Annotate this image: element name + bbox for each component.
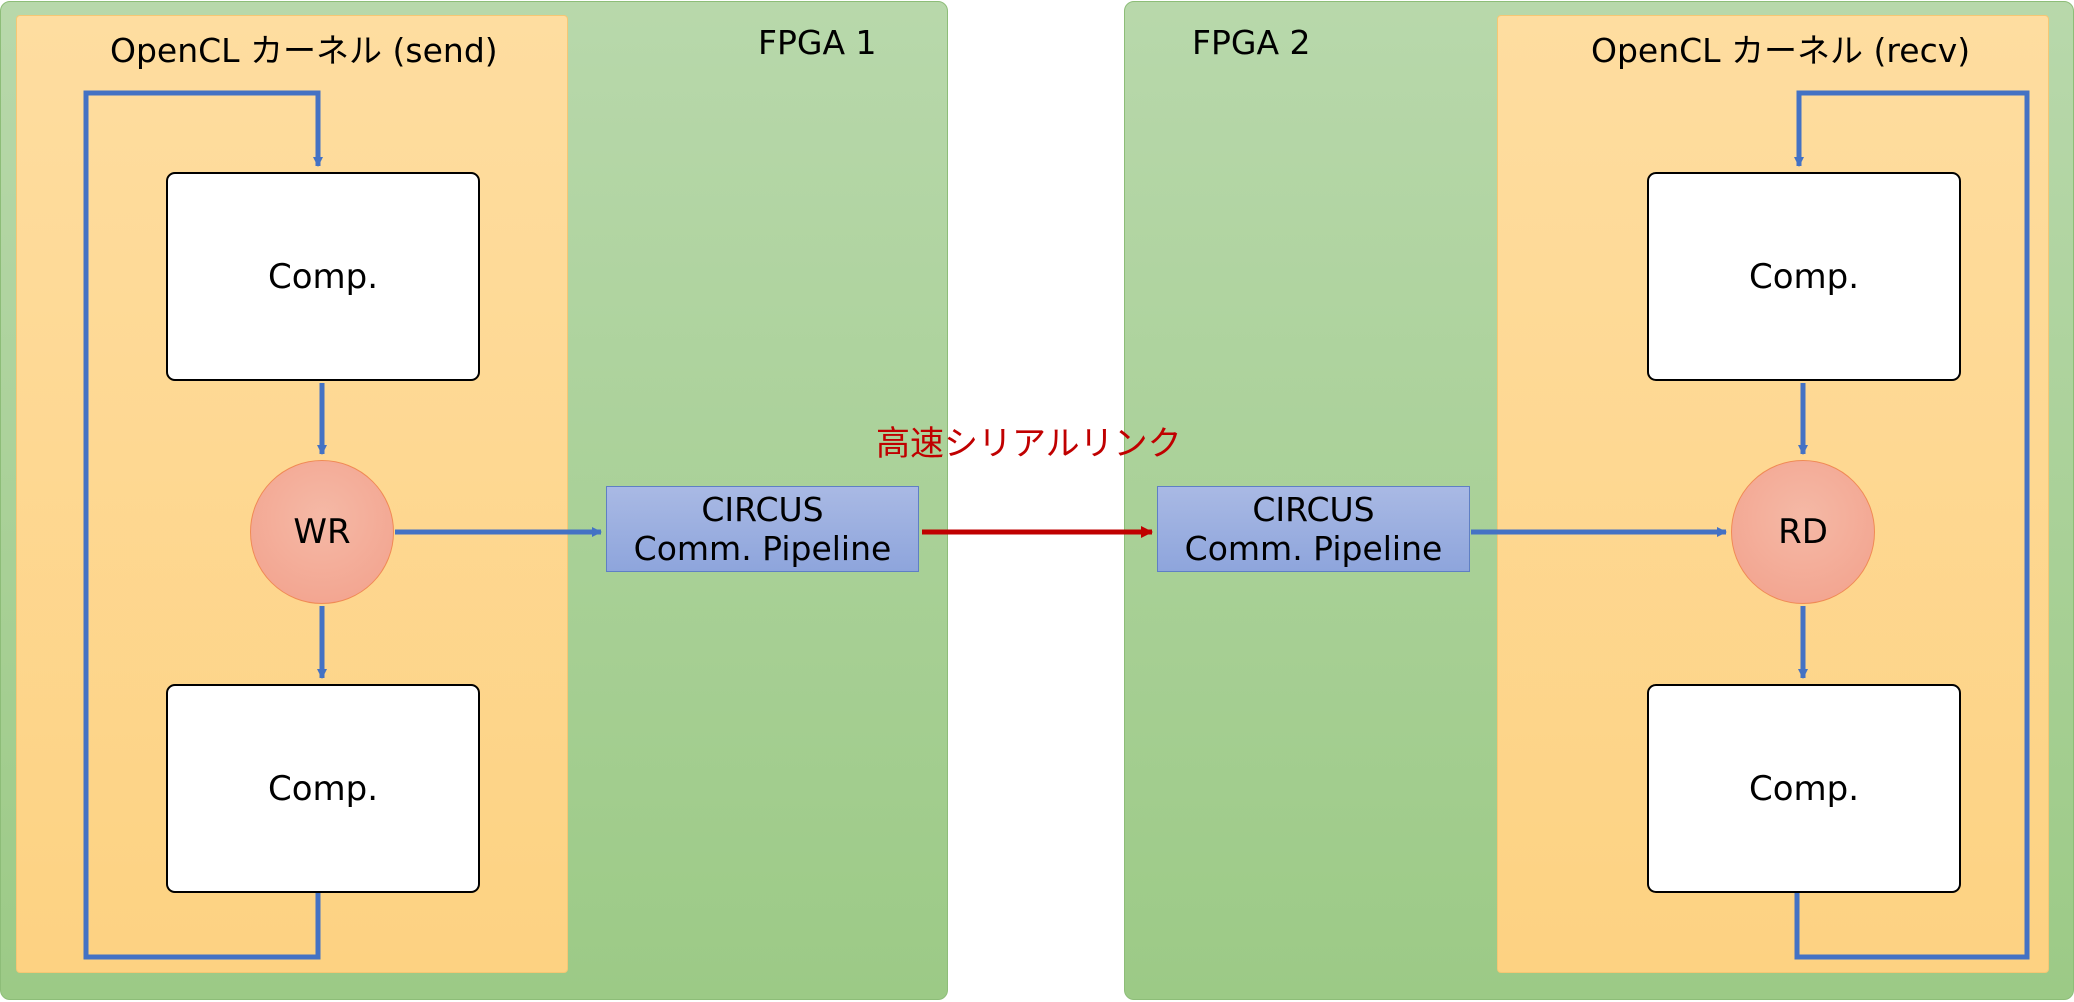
fpga2-circus-pipeline: CIRCUS Comm. Pipeline [1157, 486, 1470, 572]
send-comp-bottom-box: Comp. [166, 684, 480, 893]
serial-link-label: 高速シリアルリンク [876, 424, 1182, 464]
kernel-send-title: OpenCL カーネル (send) [110, 31, 498, 70]
send-comp-top-box: Comp. [166, 172, 480, 381]
recv-comp-bottom-box: Comp. [1647, 684, 1961, 893]
fpga1-title: FPGA 1 [758, 23, 877, 62]
kernel-recv-title: OpenCL カーネル (recv) [1591, 31, 1971, 70]
wr-node: WR [250, 460, 394, 604]
fpga1-pipeline-line1: CIRCUS [701, 490, 824, 529]
fpga2-title: FPGA 2 [1192, 23, 1311, 62]
fpga1-circus-pipeline: CIRCUS Comm. Pipeline [606, 486, 919, 572]
fpga2-pipeline-line1: CIRCUS [1252, 490, 1375, 529]
fpga2-pipeline-line2: Comm. Pipeline [1184, 529, 1443, 568]
rd-node: RD [1731, 460, 1875, 604]
recv-comp-top-box: Comp. [1647, 172, 1961, 381]
fpga1-pipeline-line2: Comm. Pipeline [633, 529, 892, 568]
